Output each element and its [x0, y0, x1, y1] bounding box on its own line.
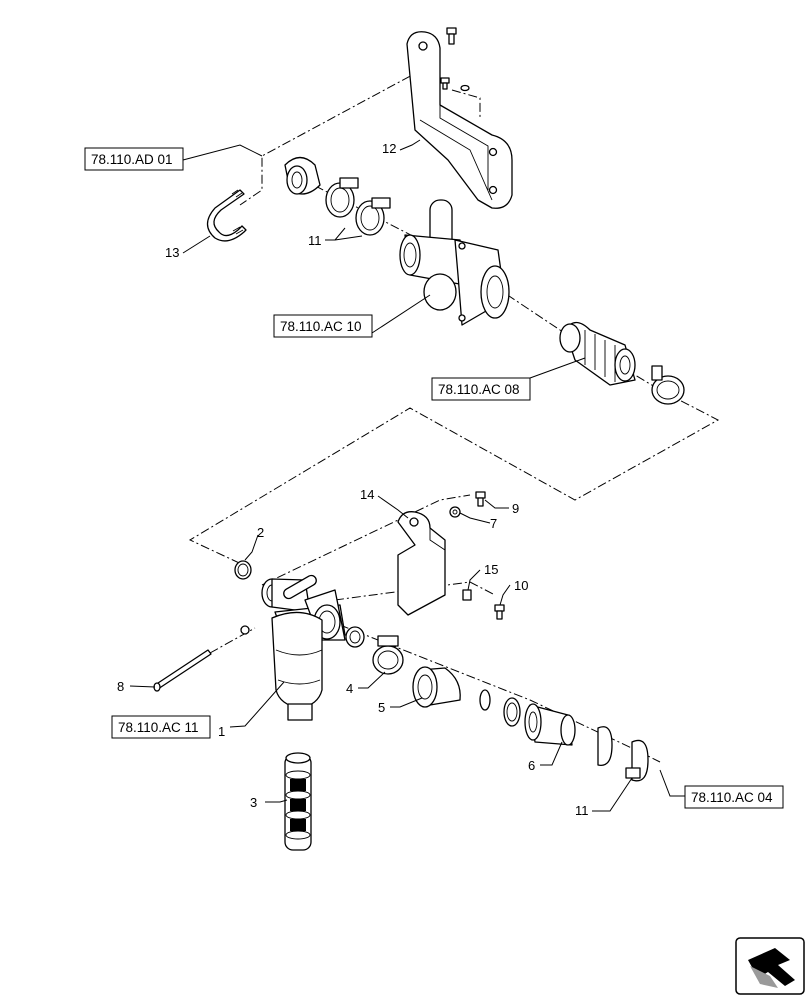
- bolt-part-10: [494, 604, 505, 620]
- o-ring-part-2: [234, 560, 252, 580]
- callout-15: 15: [484, 562, 498, 577]
- valve-assembly: [399, 199, 510, 326]
- o-ring-small: [479, 689, 491, 711]
- hose-clamps-top-part-11: [325, 177, 391, 236]
- callout-11-top: 11: [308, 233, 322, 248]
- callout-12: 12: [382, 141, 396, 156]
- callout-1: 1: [218, 724, 225, 739]
- callout-6: 6: [528, 758, 535, 773]
- nut-part-15: [462, 589, 472, 601]
- hose-fitting: [559, 321, 636, 386]
- seal-ring-outlet: [345, 626, 365, 648]
- filter-part-1: [261, 574, 346, 721]
- callout-8: 8: [117, 679, 124, 694]
- drain-rod-part-8: [153, 625, 250, 692]
- reference-ad01-label: 78.110.AD 01: [91, 152, 173, 167]
- washer-part-7: [449, 506, 461, 518]
- reference-ac08[interactable]: 78.110.AC 08: [431, 377, 531, 401]
- callout-numbers: 1 2 3 4 5 6 7 8 9 10 11 11 12 13 14 15: [117, 141, 589, 818]
- seal-ring-top: [284, 156, 321, 195]
- callout-10: 10: [514, 578, 528, 593]
- bracket-part-14: [397, 511, 446, 616]
- reference-ac11[interactable]: 78.110.AC 11: [111, 715, 211, 739]
- hose-clamp-fitting: [651, 365, 685, 405]
- callout-13: 13: [165, 245, 179, 260]
- hose-clamps-bottom-part-11: [597, 726, 649, 782]
- reference-ad01[interactable]: 78.110.AD 01: [84, 147, 184, 171]
- hose-clamp-part-4: [372, 635, 404, 675]
- callout-2: 2: [257, 525, 264, 540]
- callout-11-bottom: 11: [575, 803, 589, 818]
- orientation-arrow-icon: [735, 937, 805, 995]
- reference-ac08-label: 78.110.AC 08: [438, 382, 520, 397]
- bracket-part-12: [406, 27, 513, 209]
- reference-ac10-label: 78.110.AC 10: [280, 319, 362, 334]
- callout-4: 4: [346, 681, 353, 696]
- bolt-part-9: [475, 491, 486, 507]
- reference-ac04-label: 78.110.AC 04: [691, 790, 773, 805]
- reference-ac11-label: 78.110.AC 11: [118, 720, 199, 735]
- hose-elbow-part-5: [412, 666, 461, 708]
- reference-ac04[interactable]: 78.110.AC 04: [684, 785, 784, 809]
- callout-5: 5: [378, 700, 385, 715]
- screen-element-part-3: [284, 752, 312, 851]
- callout-leaders: [129, 139, 685, 812]
- u-bolt-part-13: [206, 189, 247, 242]
- coupling-part-6: [524, 703, 576, 746]
- callout-3: 3: [250, 795, 257, 810]
- reference-ac10[interactable]: 78.110.AC 10: [273, 314, 373, 338]
- callout-7: 7: [490, 516, 497, 531]
- hose-clamp-small: [503, 697, 521, 727]
- callout-14: 14: [360, 487, 374, 502]
- callout-9: 9: [512, 501, 519, 516]
